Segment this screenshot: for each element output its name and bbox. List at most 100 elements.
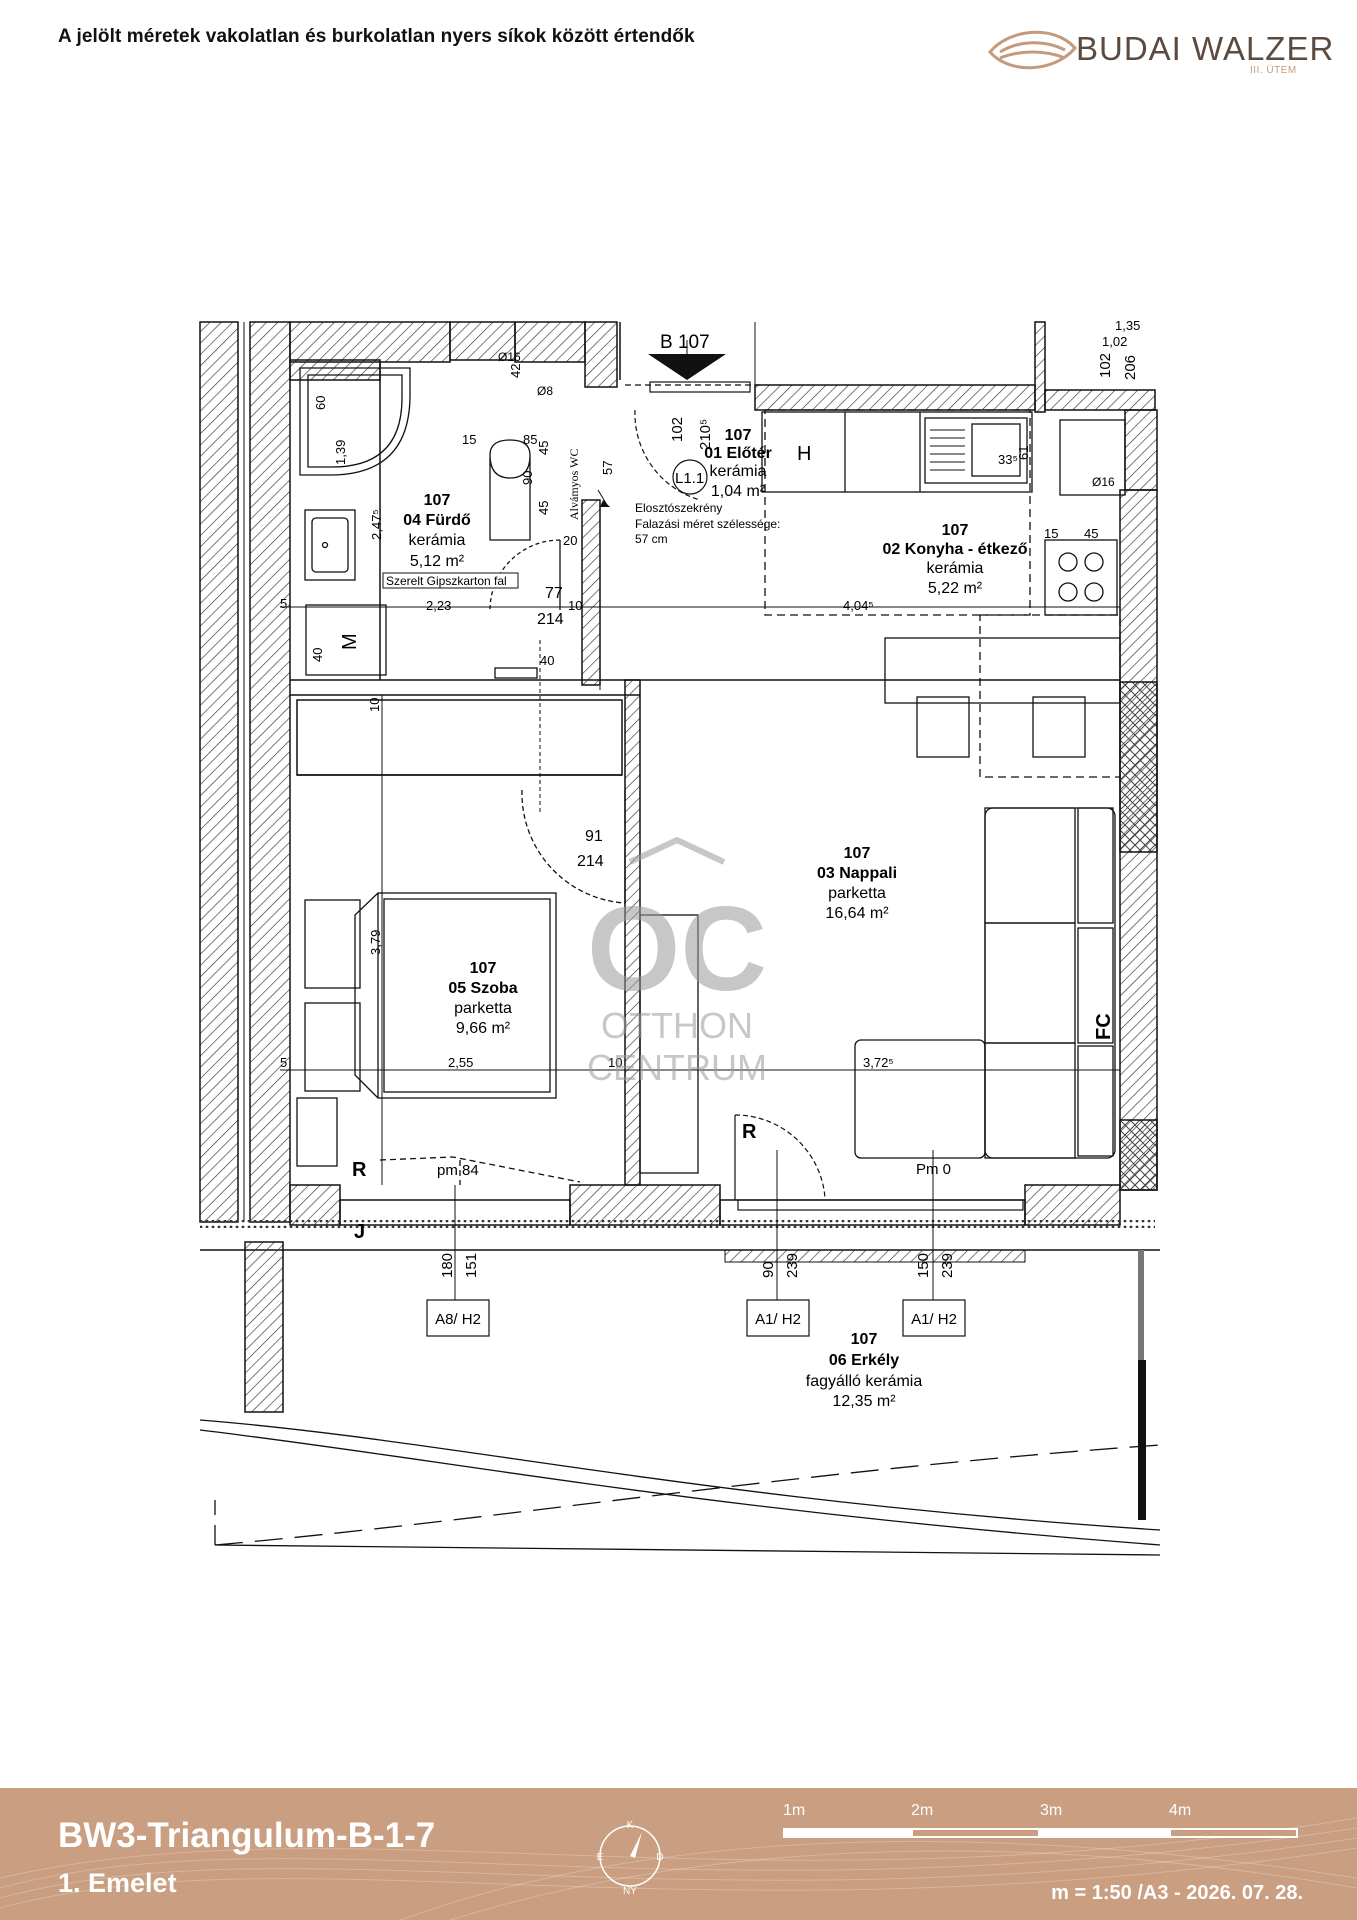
dim-139: 1,39 bbox=[333, 440, 348, 465]
footer-bar: BW3-Triangulum-B-1-7 1. Emelet K D NY É … bbox=[0, 1788, 1357, 1920]
note-distribution-box: Elosztószekrény bbox=[635, 501, 722, 515]
window-tag-3: A1/ H2 150 239 bbox=[902, 1253, 966, 1337]
window-tags: A8/ H2 180 151 A1/ H2 90 239 A1/ H2 150 … bbox=[426, 1253, 966, 1337]
room-floor: kerámia bbox=[409, 532, 466, 549]
compass-e: É bbox=[597, 1850, 604, 1863]
compass-ny: NY bbox=[623, 1886, 637, 1896]
window-height-2: 239 bbox=[784, 1253, 801, 1278]
note-gypsum-wall: Szerelt Gipszkarton fal bbox=[386, 574, 507, 588]
window-height-1: 90 bbox=[760, 1261, 777, 1278]
room-floor: parketta bbox=[454, 1000, 512, 1017]
room-area: 5,12 m² bbox=[410, 553, 465, 570]
label-j: J bbox=[354, 1221, 365, 1243]
dim-214a: 214 bbox=[537, 611, 564, 628]
room-name: 06 Erkély bbox=[829, 1352, 899, 1369]
room-number: 107 bbox=[942, 522, 969, 539]
dim-206: 206 bbox=[1122, 355, 1139, 380]
scale-mark-2m: 2m bbox=[911, 1802, 934, 1819]
note-wall-size-value: 57 cm bbox=[635, 532, 668, 546]
footer-title: BW3-Triangulum-B-1-7 bbox=[58, 1816, 436, 1855]
dim-3725: 3,72⁵ bbox=[863, 1055, 894, 1070]
dim-42: 42 bbox=[508, 364, 523, 378]
bathroom-fixtures bbox=[299, 367, 561, 679]
scale-bar-seg-4 bbox=[1169, 1828, 1298, 1838]
symbol-labels: H M R R J FC pm 84 Pm 0 bbox=[339, 443, 1115, 1243]
window-tag-1: A8/ H2 180 151 bbox=[426, 1253, 490, 1337]
room-floor: kerámia bbox=[927, 560, 984, 577]
dimension-texts: 2,23 4,04⁵ 2,55 3,72⁵ 3,79 2,47⁵ 1,39 60… bbox=[280, 318, 1140, 1070]
label-fc: FC bbox=[1093, 1013, 1115, 1040]
dim-45a: 45 bbox=[536, 441, 551, 455]
section-marker: B 107 L1.1 bbox=[648, 332, 726, 495]
budai-walzer-logo-icon bbox=[988, 30, 1077, 70]
kitchen-fixtures bbox=[761, 409, 1126, 778]
footer-waves bbox=[0, 1817, 1357, 1920]
room-nappali: 107 03 Nappali parketta 16,64 m² bbox=[817, 845, 897, 922]
dim-90: 90 bbox=[520, 471, 535, 485]
interior-walls bbox=[289, 359, 1120, 1186]
room-number: 107 bbox=[851, 1331, 878, 1348]
left-exterior-wall bbox=[199, 321, 291, 1223]
dim-20: 20 bbox=[563, 533, 577, 548]
dim-57: 57 bbox=[600, 461, 615, 475]
label-l11: L1.1 bbox=[675, 470, 704, 487]
room-name: 01 Előtér bbox=[704, 445, 772, 462]
window-code: A1/ H2 bbox=[911, 1311, 957, 1328]
room-area: 9,66 m² bbox=[456, 1020, 511, 1037]
scale-mark-4m: 4m bbox=[1169, 1802, 1192, 1819]
dim-10c: 10 bbox=[608, 1055, 622, 1070]
dim-214b: 214 bbox=[577, 853, 604, 870]
dim-85: 85 bbox=[523, 432, 537, 447]
sofa bbox=[854, 807, 1116, 1159]
label-pm84: pm 84 bbox=[437, 1162, 479, 1179]
dim-10b: 10 bbox=[367, 698, 382, 712]
room-szoba: 107 05 Szoba parketta 9,66 m² bbox=[448, 960, 517, 1037]
room-labels: 107 01 Előtér kerámia 1,04 m² 107 02 Kon… bbox=[403, 427, 1027, 1410]
room-eloter: 107 01 Előtér kerámia 1,04 m² bbox=[704, 427, 772, 500]
dim-45c: 45 bbox=[1084, 526, 1098, 541]
top-wall bbox=[289, 321, 1158, 491]
compass-d: D bbox=[656, 1852, 663, 1863]
watermark-line2: CENTRUM bbox=[587, 1047, 767, 1088]
balcony-door bbox=[734, 1114, 1024, 1211]
dim-102b: 102 bbox=[1097, 353, 1114, 378]
room-area: 16,64 m² bbox=[825, 905, 889, 922]
dim-102c: 1,02 bbox=[1102, 334, 1127, 349]
dim-379: 3,79 bbox=[368, 930, 383, 955]
room-floor: kerámia bbox=[710, 463, 767, 480]
watermark-line1: OTTHON bbox=[601, 1005, 753, 1046]
bedroom-furniture bbox=[296, 789, 699, 1185]
floor-plan: B 107 L1.1 107 01 Előtér kerámia 1,04 m²… bbox=[199, 318, 1161, 1556]
compass-k: K bbox=[627, 1820, 634, 1831]
label-r-bedroom: R bbox=[352, 1159, 367, 1181]
label-r-living: R bbox=[742, 1121, 757, 1143]
dim-135: 1,35 bbox=[1115, 318, 1140, 333]
room-name: 04 Fürdő bbox=[403, 512, 471, 529]
room-floor: fagyálló kerámia bbox=[806, 1373, 923, 1390]
dim-4045: 4,04⁵ bbox=[843, 598, 874, 613]
otthon-centrum-watermark: OC OTTHON CENTRUM bbox=[587, 836, 767, 1088]
window-height-2: 239 bbox=[939, 1253, 956, 1278]
header-note: A jelölt méretek vakolatlan és burkolatl… bbox=[58, 26, 695, 47]
logo-name: BUDAI WALZER bbox=[1076, 30, 1335, 67]
dim-61: 61 bbox=[1016, 446, 1031, 460]
scale-mark-1m: 1m bbox=[783, 1802, 806, 1819]
compass-icon: K D NY É bbox=[597, 1820, 664, 1896]
window-height-2: 151 bbox=[463, 1253, 480, 1278]
room-area: 5,22 m² bbox=[928, 580, 983, 597]
dim-335: 33⁵ bbox=[998, 452, 1018, 467]
dim-77: 77 bbox=[545, 585, 563, 602]
room-name: 02 Konyha - étkező bbox=[883, 541, 1028, 558]
room-number: 107 bbox=[844, 845, 871, 862]
room-area: 1,04 m² bbox=[711, 483, 766, 500]
dim-5b: 5 bbox=[280, 1055, 287, 1070]
dim-40b: 40 bbox=[540, 653, 554, 668]
note-wc: Alvámyos WC bbox=[567, 449, 581, 520]
dimension-lines bbox=[280, 395, 1120, 1310]
balcony-outline bbox=[199, 1419, 1161, 1556]
label-m: M bbox=[339, 633, 361, 650]
dim-91: 91 bbox=[585, 828, 603, 845]
footer-floor: 1. Emelet bbox=[58, 1868, 177, 1898]
dim-15a: 15 bbox=[462, 432, 476, 447]
label-h: H bbox=[797, 443, 811, 465]
